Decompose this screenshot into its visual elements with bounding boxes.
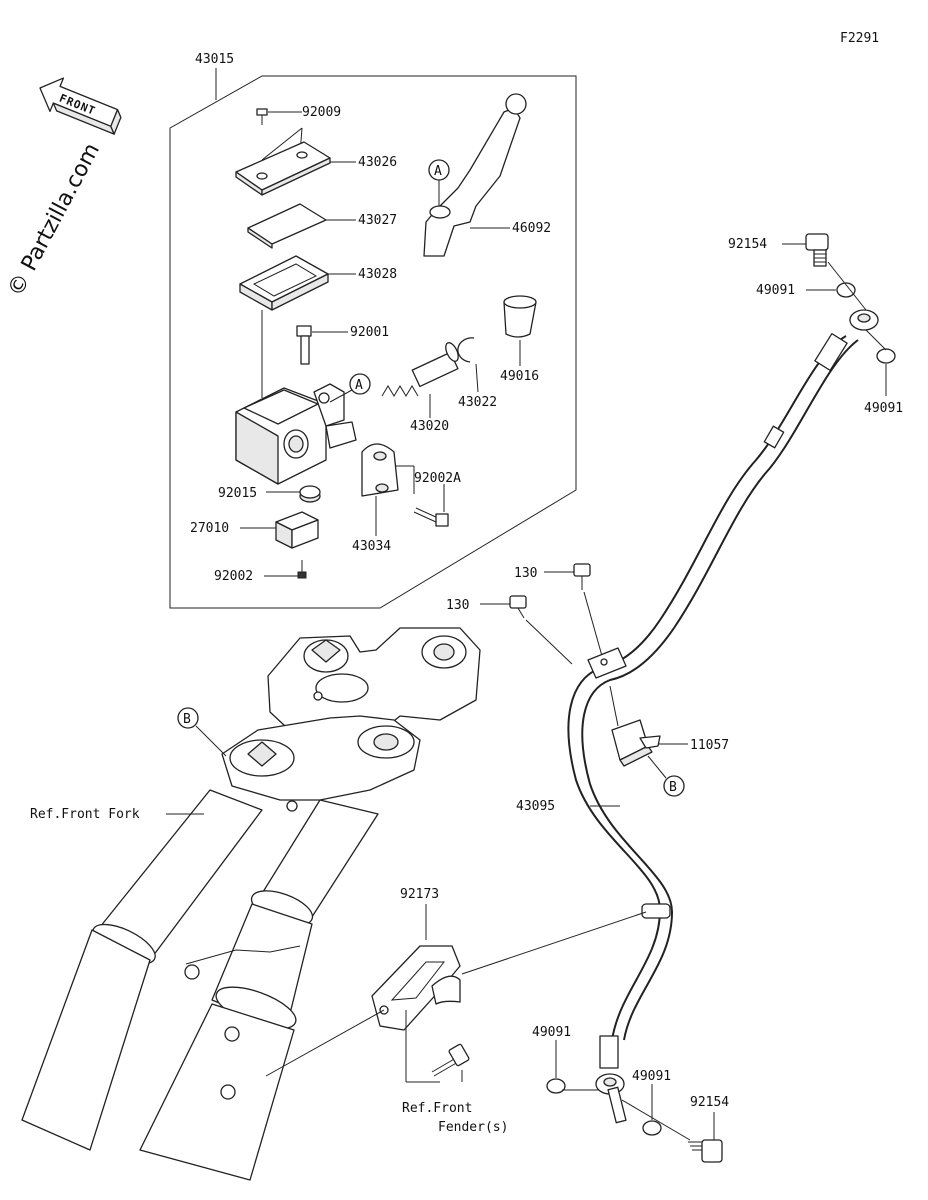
callout-b-bracket	[663, 775, 685, 797]
diaphragm-43028	[239, 255, 329, 311]
washer-49091-bot1	[546, 1078, 566, 1094]
brake-lever-46092	[423, 93, 527, 257]
hose-clamp	[587, 647, 627, 679]
assembly-box-43015	[169, 75, 577, 609]
label-92154-top: 92154	[728, 237, 767, 252]
label-92001: 92001	[350, 325, 389, 340]
label-43020: 43020	[410, 419, 449, 434]
label-43028: 43028	[358, 267, 397, 282]
label-46092: 46092	[512, 221, 551, 236]
ref-front-fork: Ref.Front Fork	[30, 807, 140, 822]
brake-hose-43095	[567, 333, 859, 1069]
hose-guide-92173	[371, 945, 461, 1031]
bolt-92002A	[413, 507, 449, 527]
watermark: © Partzilla.com	[3, 139, 105, 301]
label-92002A: 92002A	[414, 471, 461, 486]
nut-92015	[299, 485, 321, 503]
callout-a-body-text: A	[355, 378, 363, 393]
fender-bolt	[431, 1043, 470, 1077]
bolt-130-a	[573, 563, 591, 590]
diaphragm-plate-43027	[247, 203, 327, 249]
front-fork	[21, 627, 481, 1181]
washer-49091-top1	[836, 282, 856, 298]
label-92002: 92002	[214, 569, 253, 584]
callout-a-body	[349, 373, 371, 395]
switch-27010	[275, 511, 319, 549]
label-43027: 43027	[358, 213, 397, 228]
label-130-b: 130	[446, 598, 469, 613]
label-92173: 92173	[400, 887, 439, 902]
banjo-bolt-92154-bottom	[688, 1139, 723, 1163]
label-49016: 49016	[500, 369, 539, 384]
screw-92002	[297, 560, 307, 579]
banjo-fitting-top	[849, 309, 879, 331]
label-11057: 11057	[690, 738, 729, 753]
ref-front-fender-line1: Ref.Front	[402, 1101, 472, 1116]
banjo-bolt-92154-top	[805, 233, 829, 267]
label-43026: 43026	[358, 155, 397, 170]
callout-b-bracket-text: B	[669, 780, 677, 795]
label-49091-bot1: 49091	[532, 1025, 571, 1040]
label-130-a: 130	[514, 566, 537, 581]
label-49091-top2: 49091	[864, 401, 903, 416]
washer-49091-bot2	[642, 1120, 662, 1136]
label-92015: 92015	[218, 486, 257, 501]
callout-a-lever-text: A	[434, 164, 442, 179]
label-43095: 43095	[516, 799, 555, 814]
label-92009: 92009	[302, 105, 341, 120]
circlip-43022	[457, 337, 475, 363]
callout-b-fork-text: B	[183, 712, 191, 727]
boot-49016	[503, 295, 537, 338]
washer-49091-top2	[876, 348, 896, 364]
front-arrow-icon: FRONT	[39, 77, 122, 135]
screw-92009	[256, 108, 268, 125]
bolt-130-b	[509, 595, 527, 619]
label-43034: 43034	[352, 539, 391, 554]
ref-front-fender-line2: Fender(s)	[438, 1120, 508, 1135]
label-43022: 43022	[458, 395, 497, 410]
figure-code: F2291	[840, 31, 879, 46]
bolt-92001	[296, 325, 312, 365]
callout-b-fork	[177, 707, 199, 729]
banjo-fitting-bottom	[595, 1073, 627, 1124]
label-43015: 43015	[195, 52, 234, 67]
label-49091-top1: 49091	[756, 283, 795, 298]
reservoir-cap-43026	[235, 141, 331, 196]
master-cylinder-body	[235, 383, 357, 485]
label-27010: 27010	[190, 521, 229, 536]
bracket-11057	[611, 719, 661, 767]
label-92154-bottom: 92154	[690, 1095, 729, 1110]
piston-43020	[381, 342, 459, 397]
clamp-43034	[361, 443, 399, 497]
label-49091-bot2: 49091	[632, 1069, 671, 1084]
